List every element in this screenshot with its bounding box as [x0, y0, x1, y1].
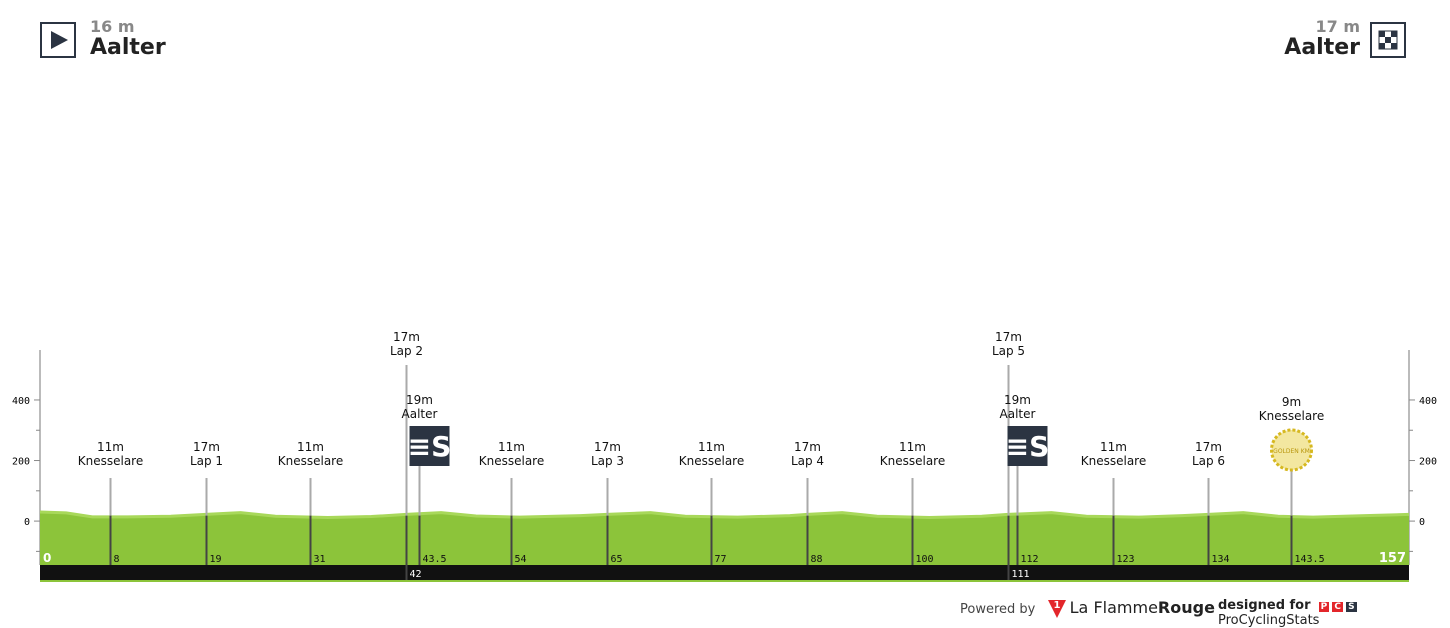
marker-name: Lap 3: [591, 454, 624, 468]
flamme-rouge-logo-icon: 1: [1047, 598, 1066, 618]
y-tick-label: 0: [24, 517, 30, 528]
distance-start-label: 0: [43, 551, 51, 565]
marker-elevation: 19m: [1004, 393, 1031, 407]
flamme-rouge-brand: La FlammeRouge: [1070, 598, 1215, 617]
marker-elevation: 17m: [995, 330, 1022, 344]
y-tick-label: 0: [1419, 517, 1425, 528]
marker-km: 112: [1021, 554, 1039, 565]
marker-km: 31: [314, 554, 326, 565]
marker-elevation: 11m: [899, 440, 926, 454]
marker-elevation: 11m: [297, 440, 324, 454]
marker-name: Knesselare: [278, 454, 343, 468]
pcs-letter: P: [1318, 602, 1330, 612]
marker-km: 143.5: [1295, 554, 1325, 565]
marker-elevation: 17m: [193, 440, 220, 454]
marker-km: 54: [515, 554, 527, 565]
y-tick-label: 200: [12, 457, 30, 468]
marker-elevation: 17m: [1195, 440, 1222, 454]
powered-by: Powered by 1 La FlammeRouge: [960, 598, 1215, 618]
start-name: Aalter: [90, 35, 166, 60]
marker-name: Lap 6: [1192, 454, 1225, 468]
marker-km: 100: [916, 554, 934, 565]
designed-for-label: designed for: [1218, 598, 1311, 613]
sprint-icon-glyph: ≡S: [1006, 430, 1050, 463]
finish-icon: [1370, 22, 1406, 58]
marker-elevation: 11m: [698, 440, 725, 454]
marker-name: Knesselare: [1081, 454, 1146, 468]
marker-km: 42: [410, 569, 422, 580]
powered-by-label: Powered by: [960, 602, 1036, 617]
finish-name: Aalter: [1284, 35, 1360, 60]
marker-km: 77: [715, 554, 727, 565]
marker-name: Knesselare: [78, 454, 143, 468]
y-tick-label: 200: [1419, 457, 1437, 468]
pcs-name: ProCyclingStats: [1218, 613, 1320, 628]
marker-name: Lap 2: [390, 344, 423, 358]
marker-km: 19: [210, 554, 222, 565]
marker-name: Lap 5: [992, 344, 1025, 358]
marker-elevation: 19m: [406, 393, 433, 407]
marker-km: 111: [1012, 569, 1030, 580]
marker-km: 123: [1117, 554, 1135, 565]
marker-name: Aalter: [1000, 407, 1036, 421]
marker-km: 8: [114, 554, 120, 565]
marker-elevation: 11m: [97, 440, 124, 454]
finish-elevation: 17 m: [1315, 17, 1360, 36]
marker-name: Lap 4: [791, 454, 824, 468]
marker-elevation: 17m: [794, 440, 821, 454]
marker-km: 134: [1212, 554, 1230, 565]
brand-part-a: La Flamme: [1069, 598, 1158, 617]
y-tick-label: 400: [12, 396, 30, 407]
start-elevation: 16 m: [90, 17, 135, 36]
golden-km-icon: [1270, 428, 1313, 472]
start-info: 16 m Aalter: [90, 18, 166, 60]
marker-elevation: 11m: [498, 440, 525, 454]
pcs-logo-icon: P C S: [1318, 602, 1357, 612]
brand-part-b: Rouge: [1157, 598, 1215, 617]
distance-bar: [40, 565, 1409, 580]
finish-info: 17 m Aalter: [1284, 18, 1360, 60]
start-icon: [40, 22, 76, 58]
checkered-flag-icon: [1378, 30, 1398, 50]
pcs-letter: C: [1332, 602, 1344, 612]
marker-km: 43.5: [423, 554, 447, 565]
marker-name: Knesselare: [479, 454, 544, 468]
marker-elevation: 11m: [1100, 440, 1127, 454]
flamme-rouge-number: 1: [1053, 600, 1061, 611]
marker-elevation: 17m: [393, 330, 420, 344]
golden-km-badge: GOLDEN KM: [1273, 448, 1310, 455]
sprint-icon: [1007, 426, 1048, 466]
marker-name: Aalter: [402, 407, 438, 421]
sprint-icon-glyph: ≡S: [408, 430, 452, 463]
marker-name: Knesselare: [1259, 409, 1324, 423]
marker-elevation: 17m: [594, 440, 621, 454]
distance-end-label: 157: [1379, 551, 1406, 566]
marker-name: Lap 1: [190, 454, 223, 468]
marker-name: Knesselare: [679, 454, 744, 468]
profile-area: [40, 512, 1409, 565]
play-icon: [51, 31, 68, 49]
pcs-letter: S: [1346, 602, 1357, 612]
designed-for: designed for P C S ProCyclingStats: [1218, 598, 1450, 628]
sprint-icon: [409, 426, 450, 466]
marker-km: 65: [611, 554, 623, 565]
marker-elevation: 9m: [1282, 395, 1301, 409]
marker-km: 88: [811, 554, 823, 565]
y-tick-label: 400: [1419, 396, 1437, 407]
marker-name: Knesselare: [880, 454, 945, 468]
